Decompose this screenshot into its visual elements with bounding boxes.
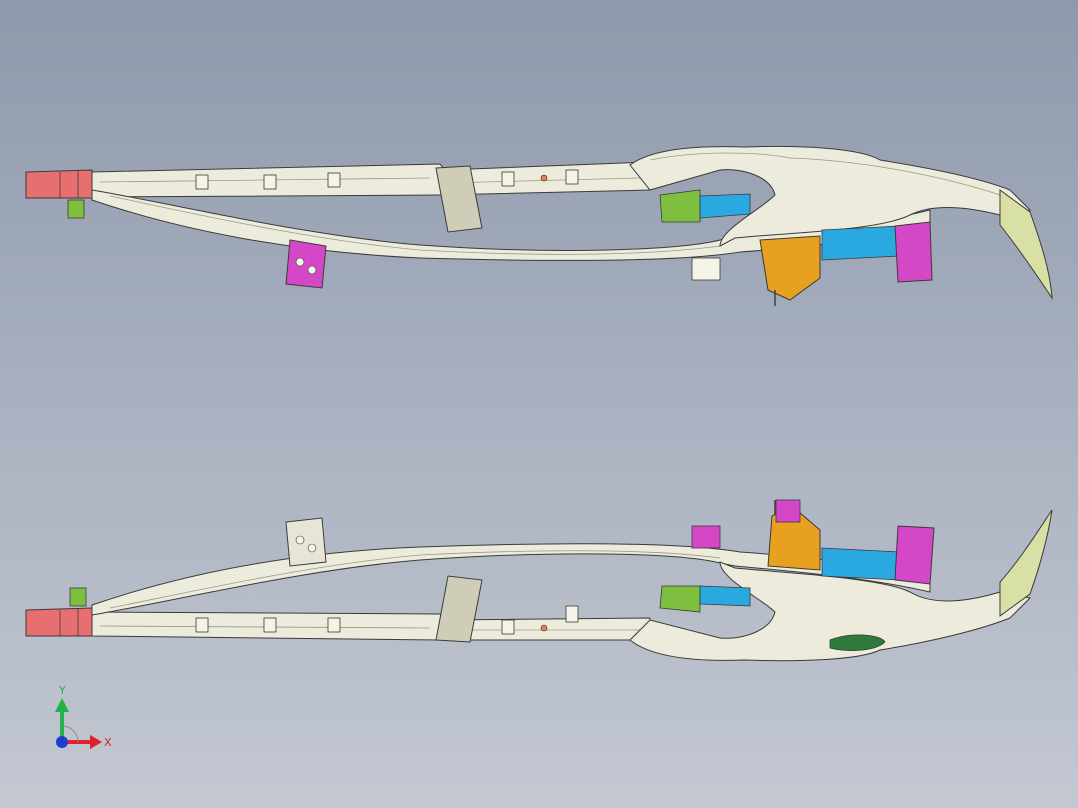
magenta-rear-bracket[interactable] [894, 525, 935, 585]
x-axis-label: X [104, 736, 112, 749]
rear-dark-green-panel[interactable] [829, 634, 886, 651]
rear-tail-flare[interactable] [999, 189, 1053, 300]
green-rear-bracket[interactable] [659, 585, 701, 613]
middle-strut[interactable] [435, 165, 483, 233]
rear-upper-section[interactable] [629, 145, 1032, 247]
frame-rail-assembly-bottom[interactable] [25, 499, 1053, 662]
z-axis-dot [56, 736, 68, 748]
front-end-block[interactable] [25, 169, 97, 199]
cyan-cross-bracket[interactable] [821, 547, 901, 581]
front-clip-part[interactable] [67, 199, 85, 219]
cyan-rear-bracket[interactable] [699, 193, 751, 219]
green-rear-bracket[interactable] [659, 189, 701, 223]
center-upper-bracket[interactable] [691, 525, 721, 549]
y-axis-label: Y [58, 684, 66, 697]
middle-strut[interactable] [435, 575, 483, 643]
cyan-cross-bracket[interactable] [821, 225, 901, 261]
left-mount-bracket[interactable] [285, 239, 327, 289]
orange-suspension-mount[interactable] [759, 235, 821, 301]
orientation-triad: Y X [55, 684, 112, 749]
left-mount-bracket[interactable] [285, 517, 327, 567]
rear-lower-section[interactable] [629, 561, 1032, 662]
front-end-block[interactable] [25, 607, 97, 637]
front-clip-part[interactable] [69, 587, 87, 607]
cyan-rear-bracket[interactable] [699, 585, 751, 607]
frame-rail-assembly-top[interactable] [25, 145, 1053, 306]
magenta-rear-bracket[interactable] [894, 221, 933, 283]
rear-tail-flare[interactable] [999, 509, 1053, 617]
center-lower-bracket[interactable] [691, 257, 721, 281]
